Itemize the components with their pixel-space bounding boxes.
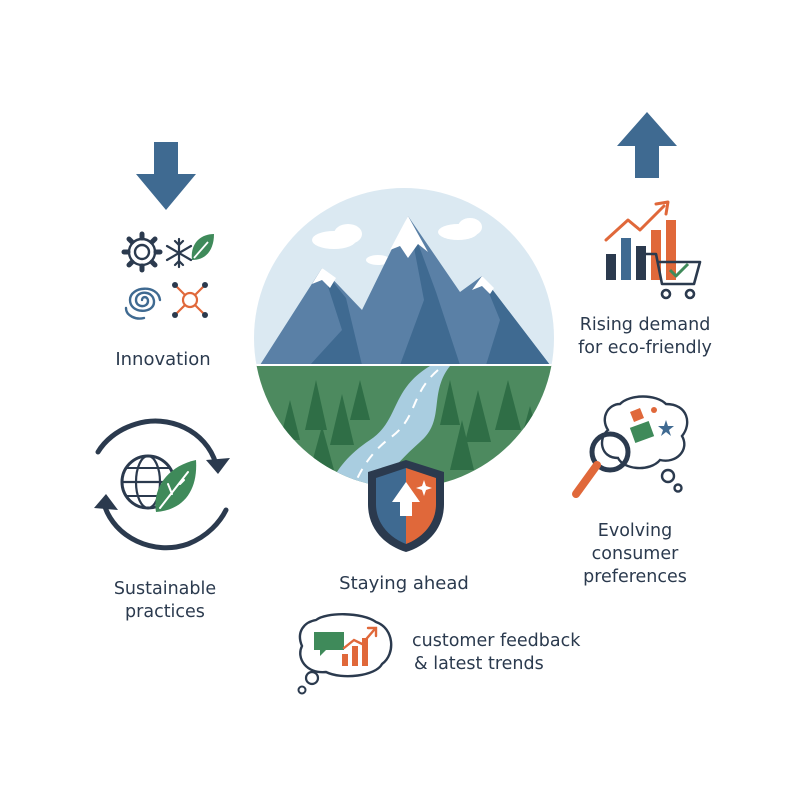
sustainable-icon-cluster	[94, 418, 230, 551]
sustainable-practices-label: Sustainable practices	[113, 579, 217, 622]
gear-icon	[121, 231, 163, 273]
snowflake-icon	[165, 237, 193, 269]
thought-bubble-icon	[600, 395, 689, 493]
swirl-icon	[124, 287, 162, 320]
network-icon	[172, 282, 208, 318]
rising-demand-label: Rising demand for eco-friendly	[578, 315, 712, 358]
innovation-label: Innovation	[115, 349, 211, 370]
bar-chart-icon	[604, 200, 676, 280]
innovation-icon-cluster	[118, 228, 218, 324]
globe-leaf-icon	[120, 454, 197, 512]
preferences-icon-cluster	[572, 395, 689, 498]
leaf-icon	[191, 234, 214, 260]
shopping-cart-icon	[646, 252, 702, 300]
staying-ahead-label: Staying ahead	[339, 573, 469, 594]
cycle-arrows-icon	[95, 418, 229, 551]
evolving-preferences-label: Evolving consumer preferences	[583, 521, 687, 587]
speech-bubble-chart-icon	[297, 613, 393, 695]
feedback-trends-label: customer feedback & latest trends	[412, 631, 581, 674]
shield-icon	[368, 460, 444, 552]
mountain-scene	[254, 188, 554, 488]
arrow-down-icon	[136, 142, 196, 210]
magnifier-icon	[572, 431, 631, 498]
demand-icon-cluster	[604, 200, 702, 300]
arrow-up-icon	[617, 112, 677, 178]
